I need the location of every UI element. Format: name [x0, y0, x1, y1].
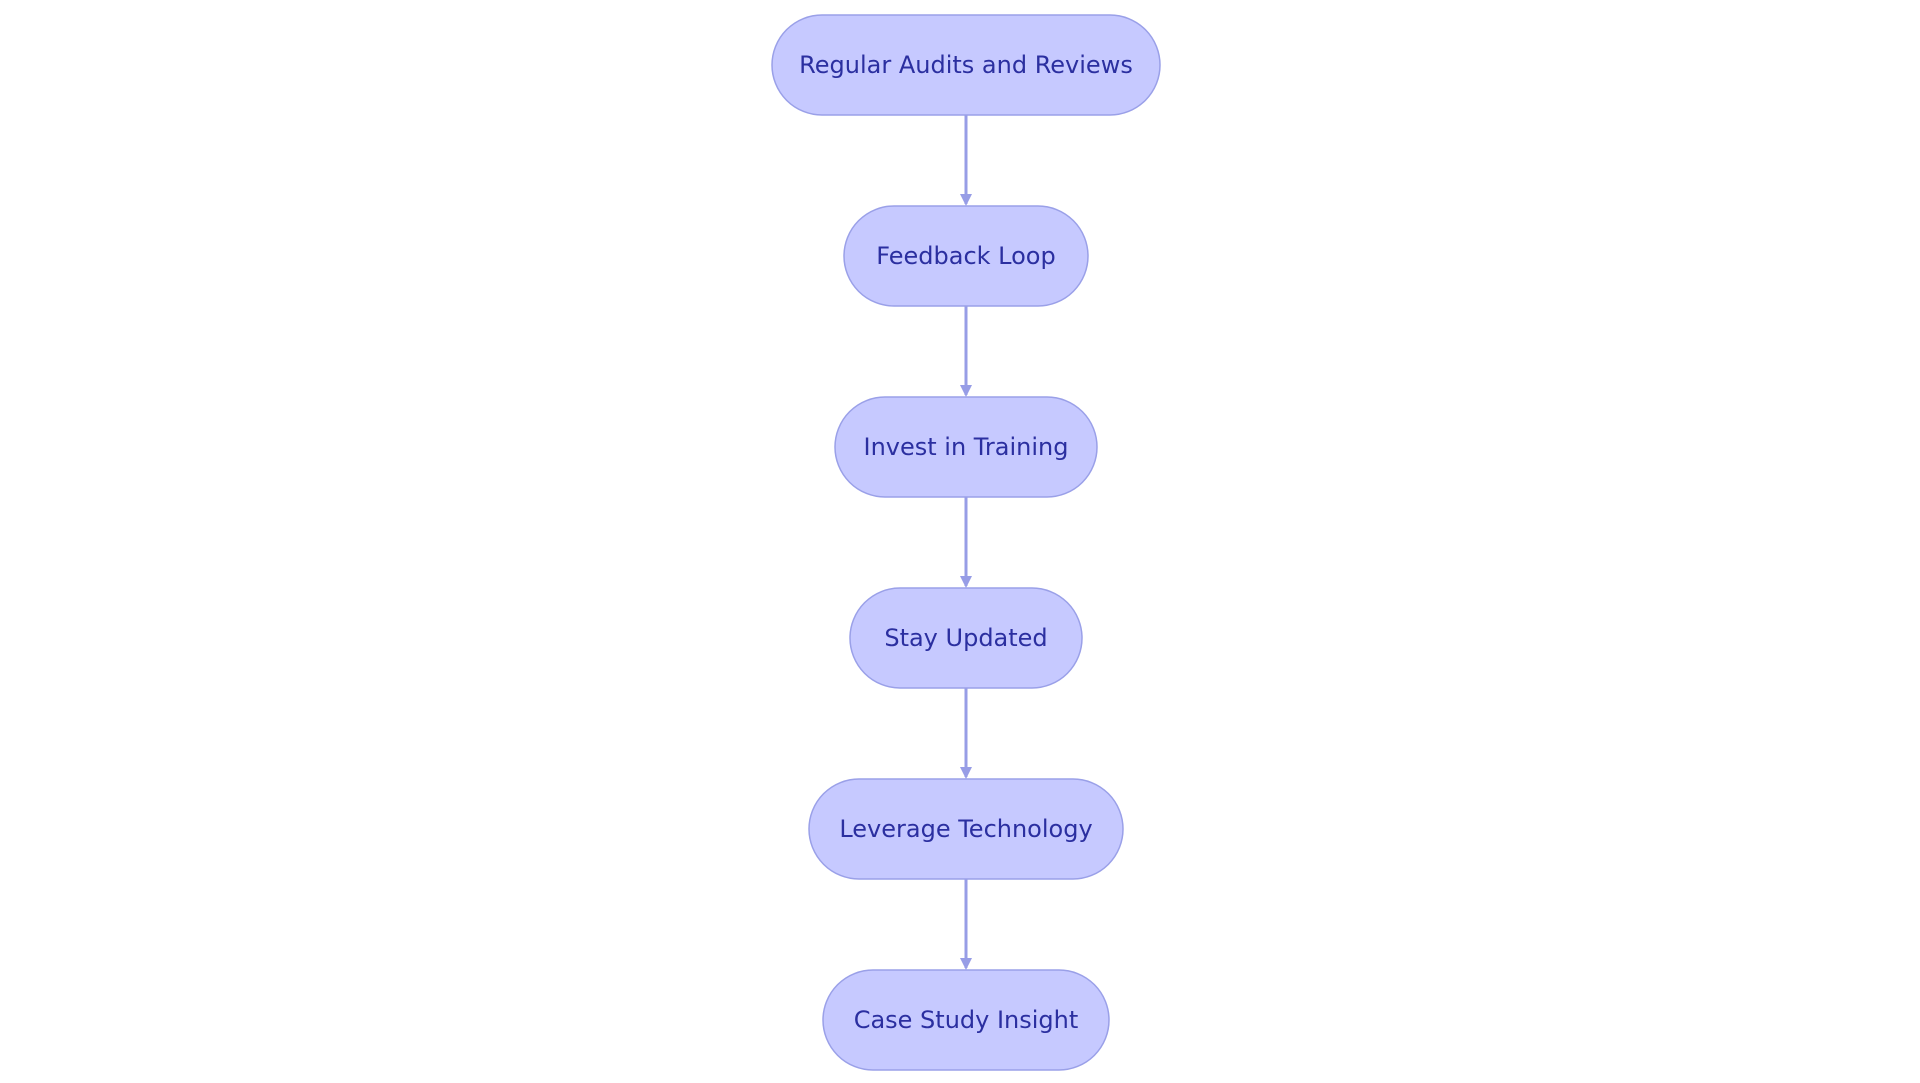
flow-node-leverage-technology: Leverage Technology — [808, 778, 1124, 880]
flow-node-shape — [771, 14, 1161, 116]
flow-node-label: Invest in Training — [863, 433, 1068, 461]
flow-node-shape — [849, 587, 1083, 689]
flow-node-regular-audits: Regular Audits and Reviews — [771, 14, 1161, 116]
flow-node-label: Leverage Technology — [839, 815, 1092, 843]
flow-node-stay-updated: Stay Updated — [849, 587, 1083, 689]
flow-node-shape — [822, 969, 1110, 1071]
flow-node-shape — [808, 778, 1124, 880]
flow-node-case-study-insight: Case Study Insight — [822, 969, 1110, 1071]
flow-node-shape — [843, 205, 1089, 307]
flow-node-label: Case Study Insight — [854, 1006, 1079, 1034]
flow-node-label: Regular Audits and Reviews — [799, 51, 1133, 79]
flow-node-shape — [834, 396, 1098, 498]
flow-node-invest-training: Invest in Training — [834, 396, 1098, 498]
flow-node-label: Stay Updated — [884, 624, 1047, 652]
flow-node-label: Feedback Loop — [876, 242, 1055, 270]
flow-node-feedback-loop: Feedback Loop — [843, 205, 1089, 307]
